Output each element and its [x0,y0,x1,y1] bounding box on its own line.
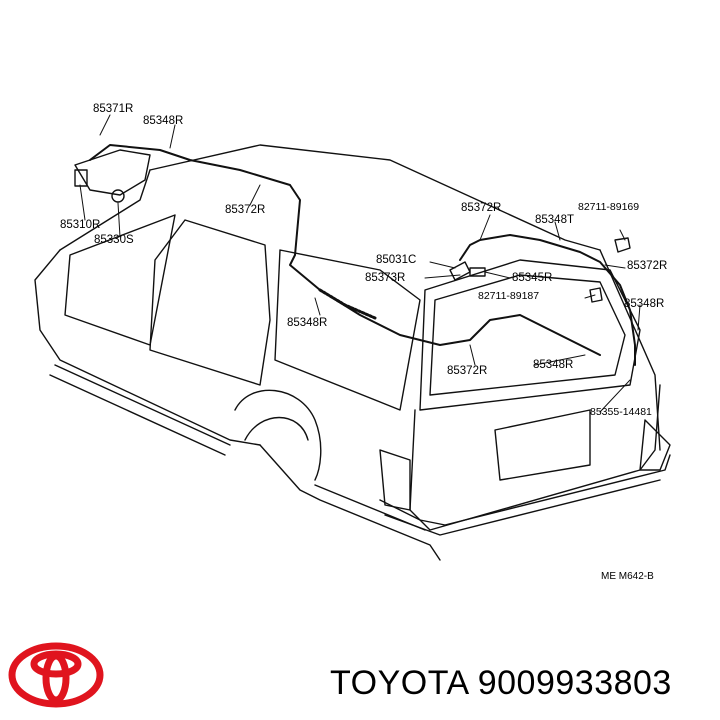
rear-window [419,259,641,411]
nozzle-upper [614,237,631,253]
part-label-85345R: 85345R [512,272,553,284]
washer-tank [74,149,151,196]
license-panel [494,409,591,481]
washer-hose-main [89,144,601,356]
rear-door [409,384,661,531]
part-label-85348T: 85348T [535,214,575,226]
front-side-window [64,214,176,346]
part-label-85372R: 85372R [461,202,502,214]
washer-pump [74,169,88,187]
brand-part-number: TOYOTA 9009933803 [330,664,672,703]
rear-side-window [149,219,271,386]
rear-lamp-right [639,419,671,471]
nozzle-lower [589,287,603,303]
part-label-85371R: 85371R [93,103,134,115]
rocker-lower [49,374,226,456]
bumper-lower [384,479,661,536]
part-number: 9009933803 [477,664,672,702]
roof-front-edge [59,169,151,251]
bumper [379,454,671,526]
part-label-85372R: 85372R [627,260,668,272]
roof-outline [149,144,601,251]
toyota-logo-icon [8,642,104,708]
drawing-code: ME M642-B [601,571,654,582]
part-label-85348R: 85348R [143,115,184,127]
body-side-top [34,249,261,446]
part-label-85330S: 85330S [94,234,134,246]
part-label-85348R: 85348R [533,359,574,371]
washer-cap [111,189,125,203]
part-label-82711-89187: 82711-89187 [478,290,540,302]
part-label-85372R: 85372R [225,204,266,216]
body-lower [259,444,441,561]
rocker-line [54,364,231,446]
rear-window-inner [429,274,626,396]
part-label-85031C: 85031C [376,254,417,266]
part-label-85348R: 85348R [624,298,665,310]
part-label-82711-89169: 82711-89169 [578,201,640,213]
wheel-arch [234,389,322,481]
wheel-arch-inner [244,416,309,441]
rear-lamp-left [379,449,411,511]
brand-name: TOYOTA [330,664,468,702]
part-label-85373R: 85373R [365,272,406,284]
washer-hose-corrugated [318,288,377,320]
washer-hose-upper [459,234,636,366]
leader-lines [79,114,641,413]
rear-pillar [599,249,661,451]
joint [469,267,486,277]
part-label-85348R: 85348R [287,317,328,329]
quarter-window [274,249,421,411]
part-label-85372R: 85372R [447,365,488,377]
part-label-85310R: 85310R [60,219,101,231]
part-label-85355-14481: 85355-14481 [590,406,652,418]
